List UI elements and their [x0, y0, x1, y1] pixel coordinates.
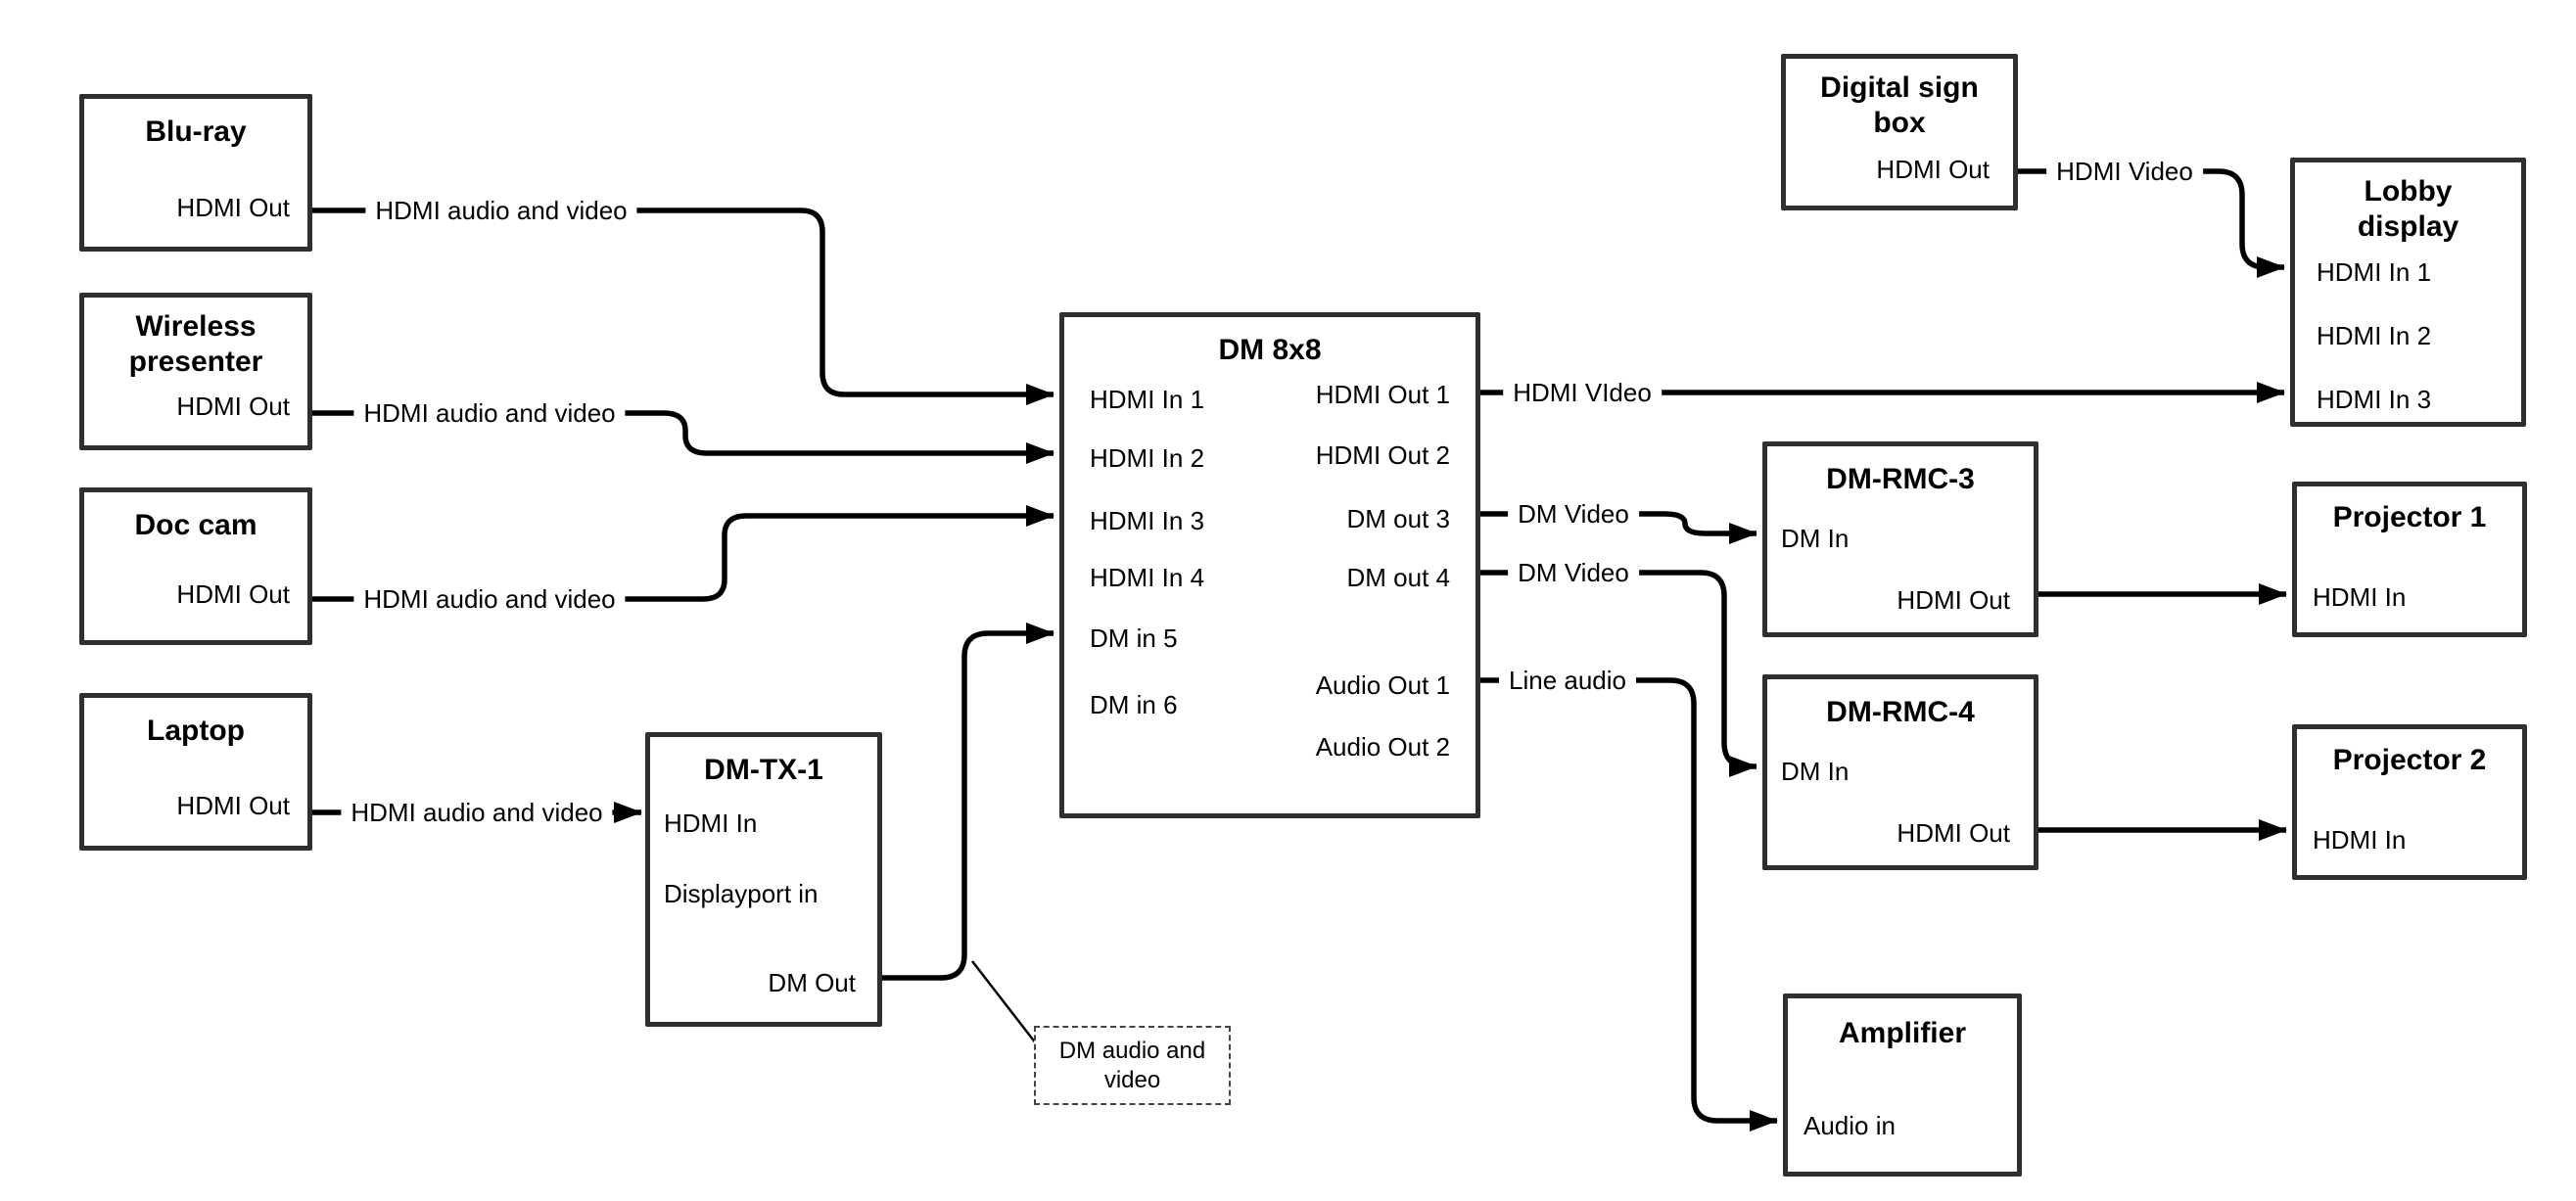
- node-bluray-title: Blu-ray: [145, 115, 247, 148]
- port-proj1-hdmi-in: HDMI In: [2313, 582, 2407, 612]
- port-dm8x8-audio-out-2: Audio Out 2: [1315, 732, 1450, 762]
- node-digital-sign-box[interactable]: Digital sign box HDMI Out: [1781, 54, 2018, 210]
- node-wireless-presenter-title: Wireless presenter: [128, 310, 263, 378]
- port-wireless-hdmi-out: HDMI Out: [176, 392, 290, 421]
- port-amp-audio-in: Audio in: [1803, 1111, 1896, 1140]
- port-dm8x8-hdmi-in-1: HDMI In 1: [1090, 385, 1205, 414]
- wire-doccam-to-hdmi-in-3[interactable]: [312, 505, 1054, 602]
- node-dm-rmc-3[interactable]: DM-RMC-3 DM In HDMI Out: [1762, 441, 2038, 637]
- wire-label-hdmi-out-1: HDMI VIdeo: [1503, 376, 1662, 409]
- node-doc-cam-title: Doc cam: [134, 509, 258, 541]
- port-rmc3-hdmi-out: HDMI Out: [1897, 585, 2010, 615]
- port-dmtx1-displayport-in: Displayport in: [664, 879, 819, 908]
- port-lobby-hdmi-in-1: HDMI In 1: [2317, 257, 2432, 287]
- wire-label-dm-out-4: DM Video: [1508, 556, 1639, 589]
- port-lobby-hdmi-in-3: HDMI In 3: [2317, 385, 2432, 414]
- node-dm-rmc-4[interactable]: DM-RMC-4 DM In HDMI Out: [1762, 674, 2038, 870]
- node-dm-8x8[interactable]: DM 8x8 HDMI In 1 HDMI In 2 HDMI In 3 HDM…: [1059, 312, 1480, 818]
- port-rmc4-hdmi-out: HDMI Out: [1897, 818, 2010, 848]
- port-dmtx1-hdmi-in: HDMI In: [664, 808, 758, 838]
- note-leader-line: [971, 960, 1037, 1044]
- node-lobby-display-title: Lobby display: [2357, 175, 2459, 243]
- wire-label-doccam: HDMI audio and video: [353, 582, 626, 616]
- note-dm-audio-video[interactable]: DM audio and video: [1034, 1026, 1231, 1105]
- port-dm8x8-audio-out-1: Audio Out 1: [1315, 670, 1450, 700]
- port-dmtx1-dm-out: DM Out: [768, 968, 856, 997]
- port-dm8x8-dm-out-4: DM out 4: [1346, 563, 1451, 592]
- node-digital-sign-box-title: Digital sign box: [1820, 71, 1979, 139]
- node-projector-1-title: Projector 1: [2332, 501, 2487, 533]
- node-doc-cam[interactable]: Doc cam HDMI Out: [79, 487, 312, 645]
- wire-label-wireless: HDMI audio and video: [353, 396, 626, 430]
- wire-dm-out-4-to-rmc4[interactable]: [1480, 570, 1757, 777]
- node-dm-tx-1[interactable]: DM-TX-1 HDMI In Displayport in DM Out: [645, 732, 882, 1027]
- node-amplifier-title: Amplifier: [1838, 1017, 1967, 1049]
- port-dm8x8-dm-in-6: DM in 6: [1090, 690, 1178, 719]
- wire-label-audio-out-1: Line audio: [1499, 664, 1636, 697]
- node-wireless-presenter[interactable]: Wireless presenter HDMI Out: [79, 293, 312, 450]
- port-dm8x8-dm-out-3: DM out 3: [1346, 504, 1451, 533]
- port-dm8x8-hdmi-out-2: HDMI Out 2: [1315, 440, 1450, 470]
- port-proj2-hdmi-in: HDMI In: [2313, 825, 2407, 855]
- wire-label-digitalsign: HDMI Video: [2046, 155, 2203, 188]
- port-laptop-hdmi-out: HDMI Out: [176, 791, 290, 820]
- wire-wireless-to-hdmi-in-2[interactable]: [312, 410, 1054, 464]
- node-bluray[interactable]: Blu-ray HDMI Out: [79, 94, 312, 252]
- wire-dmtx1-to-dm-in-5[interactable]: [882, 623, 1054, 981]
- port-dm8x8-dm-in-5: DM in 5: [1090, 624, 1178, 653]
- node-dm-tx-1-title: DM-TX-1: [704, 754, 823, 786]
- note-dm-audio-video-text: DM audio and video: [1058, 1038, 1206, 1093]
- port-dm8x8-hdmi-in-3: HDMI In 3: [1090, 506, 1205, 535]
- wire-dm-out-3-to-rmc3[interactable]: [1480, 511, 1757, 544]
- node-dm-rmc-4-title: DM-RMC-4: [1826, 696, 1975, 728]
- port-dm8x8-hdmi-out-1: HDMI Out 1: [1315, 380, 1450, 409]
- wire-digitalsign-to-lobby[interactable]: [2018, 168, 2285, 278]
- wire-label-dm-out-3: DM Video: [1508, 497, 1639, 531]
- wire-label-bluray: HDMI audio and video: [365, 194, 637, 227]
- port-dm8x8-hdmi-in-2: HDMI In 2: [1090, 443, 1205, 473]
- node-dm-rmc-3-title: DM-RMC-3: [1826, 463, 1975, 495]
- port-lobby-hdmi-in-2: HDMI In 2: [2317, 321, 2432, 350]
- port-doccam-hdmi-out: HDMI Out: [176, 579, 290, 609]
- node-dm-8x8-title: DM 8x8: [1218, 334, 1322, 366]
- port-rmc3-dm-in: DM In: [1781, 524, 1850, 553]
- wire-label-laptop: HDMI audio and video: [341, 796, 613, 829]
- port-dm8x8-hdmi-in-4: HDMI In 4: [1090, 563, 1205, 592]
- port-rmc4-dm-in: DM In: [1781, 757, 1850, 786]
- wire-audio-out-1-to-amp[interactable]: [1480, 677, 1778, 1132]
- node-lobby-display[interactable]: Lobby display HDMI In 1 HDMI In 2 HDMI I…: [2290, 158, 2526, 427]
- port-digitalsign-hdmi-out: HDMI Out: [1876, 155, 1990, 184]
- node-projector-1[interactable]: Projector 1 HDMI In: [2292, 482, 2527, 637]
- node-laptop[interactable]: Laptop HDMI Out: [79, 693, 312, 851]
- port-bluray-hdmi-out: HDMI Out: [176, 193, 290, 222]
- node-projector-2[interactable]: Projector 2 HDMI In: [2292, 724, 2527, 880]
- node-projector-2-title: Projector 2: [2332, 744, 2487, 776]
- node-laptop-title: Laptop: [147, 715, 245, 747]
- wire-bluray-to-hdmi-in-1[interactable]: [312, 208, 1054, 405]
- node-amplifier[interactable]: Amplifier Audio in: [1783, 993, 2022, 1177]
